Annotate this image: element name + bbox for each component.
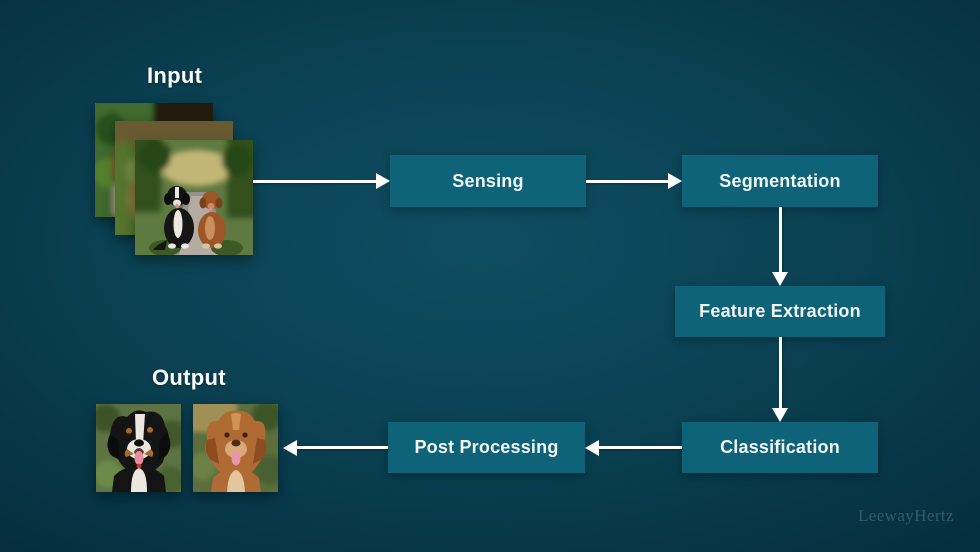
output-label: Output [152, 365, 226, 390]
arrow-shaft [599, 446, 682, 449]
arrow-shaft [586, 180, 669, 183]
arrow-head-right-icon [668, 173, 682, 189]
process-box-post-processing: Post Processing [388, 422, 585, 473]
arrow-head-left-icon [283, 440, 297, 456]
input-photo-front [135, 140, 253, 255]
watermark-logo-text: LeewayHertz [858, 506, 954, 525]
arrow-shaft [253, 180, 377, 183]
arrow-head-left-icon [585, 440, 599, 456]
process-box-classification: Classification [682, 422, 878, 473]
output-photo-brown-retriever [193, 404, 278, 492]
arrow-shaft [779, 207, 782, 273]
arrow-shaft [779, 337, 782, 409]
arrow-head-down-icon [772, 272, 788, 286]
process-box-segmentation: Segmentation [682, 155, 878, 207]
arrow-head-right-icon [376, 173, 390, 189]
input-label: Input [147, 63, 203, 88]
process-box-sensing: Sensing [390, 155, 586, 207]
output-photo-black-white-dog [96, 404, 181, 492]
arrow-head-down-icon [772, 408, 788, 422]
arrow-shaft [297, 446, 388, 449]
process-box-feature-extraction: Feature Extraction [675, 286, 885, 337]
